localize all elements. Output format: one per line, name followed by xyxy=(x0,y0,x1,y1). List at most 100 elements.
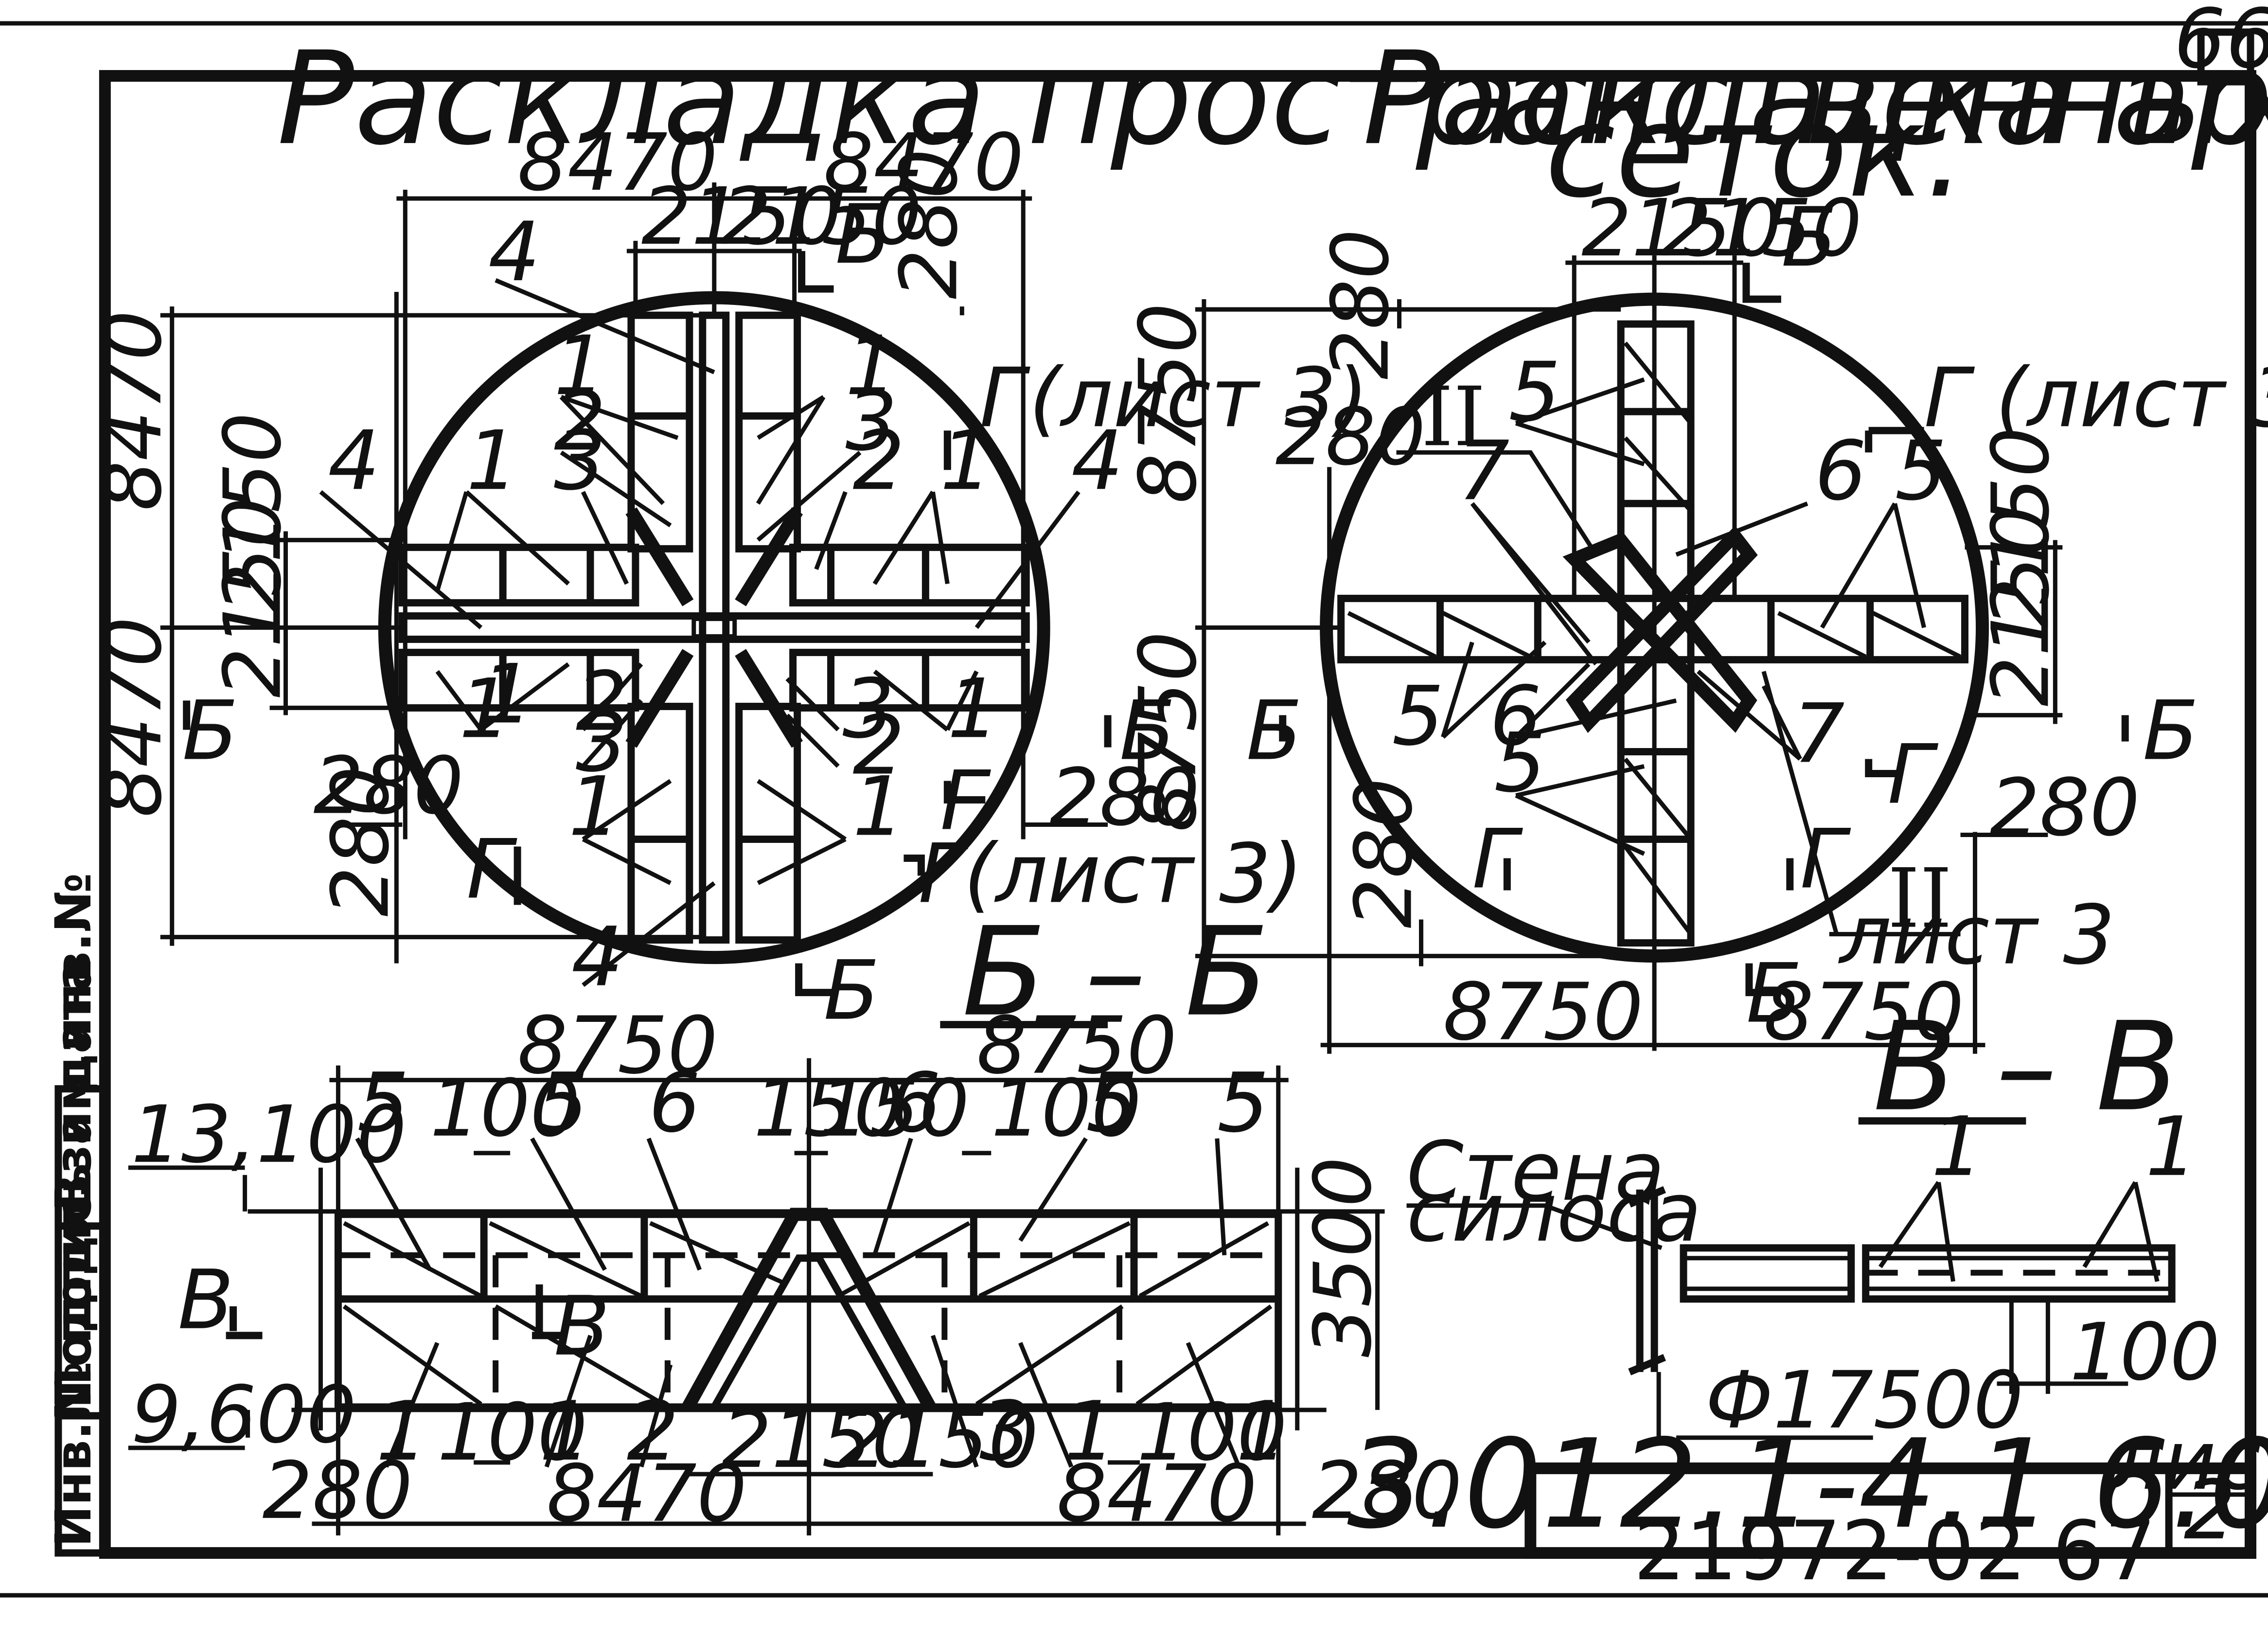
dim-bb-10: 2150 xyxy=(838,1394,1039,1486)
dim-f-1: 8470 xyxy=(517,117,718,209)
title-meshes-2: сеток. xyxy=(1545,77,1966,226)
lbl-m-7b: 7 xyxy=(1793,686,1845,781)
dim-bb-9: 2150 xyxy=(722,1394,922,1486)
plan-meshes: 2150 2150 280 280 8750 8750 2150 2150 28… xyxy=(1123,183,2268,1058)
dim-f-8: 2150 xyxy=(208,412,299,613)
title-frames: Раскладка пространственных каркасов. xyxy=(277,24,2268,174)
vv-lbl-1b: 1 xyxy=(2145,1099,2197,1195)
dim-bb-8: 100 xyxy=(437,1387,587,1479)
lbl-f-1f: 1 xyxy=(947,661,999,756)
lbl-f-3b: 3 xyxy=(554,413,606,508)
dim-m-6: 8750 xyxy=(1123,631,1214,832)
dim-f-10: 280 xyxy=(313,740,463,832)
dim-bb-13: 8470 xyxy=(547,1448,747,1540)
lbl-f-2b: 2 xyxy=(852,413,904,508)
lbl-bb-5b: 5 xyxy=(536,1055,588,1151)
dim-f-5: 280 xyxy=(884,149,975,299)
lbl-f-1h: 1 xyxy=(852,759,904,854)
lbl-f-1i: 1 xyxy=(481,646,533,742)
dim-m-8: 2150 xyxy=(1975,506,2067,706)
lbl-f-3a: 3 xyxy=(846,374,898,469)
sec-m-6: Г xyxy=(1472,811,1523,907)
lbl-bb-6b: 6 xyxy=(889,1055,941,1151)
lbl-bb-6a: 6 xyxy=(649,1055,701,1151)
sec-f-6: Г xyxy=(940,753,991,848)
lbl-m-II-1: II xyxy=(1421,369,1486,464)
dim-m-4: 280 xyxy=(1276,392,1426,483)
lbl-f-4c: 4 xyxy=(1071,413,1123,508)
dim-m-3: 280 xyxy=(1315,229,1407,379)
lbl-bb-1b: 1 xyxy=(539,1384,591,1479)
wall-label-1: Стена xyxy=(1407,1124,1665,1219)
lbl-bb-1d: 1 xyxy=(1236,1384,1288,1479)
left-stamp: Взам.инв.№ Подпись и дата Инв.№ подл. xyxy=(45,873,109,1557)
dim-bb-5: 150 xyxy=(819,1063,970,1155)
lbl-f-1a: 1 xyxy=(554,318,606,413)
sec-m-3: Б xyxy=(1246,683,1302,778)
sec-f-8: Г(лист 3) xyxy=(918,826,1303,921)
dim-f-7: 8470 xyxy=(88,617,179,817)
lbl-bb-2: 2 xyxy=(627,1384,679,1479)
sec-m-1: Б xyxy=(1781,190,1837,285)
lbl-f-1b: 1 xyxy=(846,318,898,413)
lbl-f-1e: 1 xyxy=(459,661,511,756)
dim-bb-15: 280 xyxy=(1312,1446,1462,1537)
lbl-bb-5d: 5 xyxy=(1217,1055,1269,1151)
sec-m-8: Б xyxy=(1746,946,1802,1041)
dim-m-9: 280 xyxy=(1989,762,2140,854)
dim-m-1: 2150 xyxy=(1581,183,1782,274)
stamp-text-3: Инв.№ подл. xyxy=(45,1180,103,1547)
dim-bb-4: 150 xyxy=(754,1063,904,1155)
sec-f-4: Г xyxy=(979,350,1030,446)
stamp-text-1: Взам.инв.№ xyxy=(45,873,103,1212)
dim-f-2: 8470 xyxy=(824,117,1024,209)
plan-frames: 8470 8470 2150 2150 280 8470 8470 2150 2… xyxy=(88,117,1368,1038)
archive-number: 21972-02 67 xyxy=(1633,1503,2156,1599)
sec-m-5: Г xyxy=(1888,727,1939,822)
lbl-bb-5a: 5 xyxy=(357,1055,409,1151)
lbl-m-6a: 6 xyxy=(1815,423,1867,518)
dim-f-11: 280 xyxy=(1049,752,1200,843)
lbl-m-6b: 6 xyxy=(1489,668,1542,764)
lbl-f-2c: 2 xyxy=(576,654,628,749)
dim-m-10: 280 xyxy=(1339,778,1430,928)
title-meshes-1: Раскладка арматурных xyxy=(1363,24,2268,174)
dim-m-5: 8750 xyxy=(1123,303,1214,503)
dim-bb-6: 100 xyxy=(991,1063,1141,1155)
sec-f-5: (лист 3) xyxy=(1029,350,1368,446)
dim-f-6: 8470 xyxy=(88,310,179,511)
lbl-f-3d: 3 xyxy=(843,661,895,756)
sec-m-2: Г (лист 3) xyxy=(1924,350,2268,446)
section-vv: В – В Стена силоса 100 Ф17500 1 1 xyxy=(1406,996,2220,1446)
lbl-bb-1a: 1 xyxy=(376,1384,428,1479)
vv-diam: Ф17500 xyxy=(1705,1355,2023,1446)
lbl-f-2d: 2 xyxy=(852,697,904,793)
lbl-m-II-2: II xyxy=(1888,851,1952,946)
dim-f-3: 2150 xyxy=(641,171,842,263)
lbl-m-7a: 7 xyxy=(1457,423,1509,518)
stamp-text-2: Подпись и дата xyxy=(45,958,103,1409)
sec-bb-v2: В xyxy=(554,1279,610,1374)
sec-f-1: Б xyxy=(835,187,891,282)
lbl-m-5b: 5 xyxy=(1895,423,1947,518)
sec-m-4: Б xyxy=(2143,683,2198,778)
dim-f-12: 280 xyxy=(315,766,407,916)
dim-bb-3: 100 xyxy=(430,1063,580,1155)
dim-bb-1: 8750 xyxy=(517,1000,718,1092)
dim-f-9: 2150 xyxy=(208,497,299,697)
lbl-f-1d: 1 xyxy=(940,413,992,508)
lbl-f-1c: 1 xyxy=(466,413,518,508)
page-number: 66 xyxy=(2174,0,2268,87)
lbl-f-2a: 2 xyxy=(554,374,606,469)
dim-m-2: 2150 xyxy=(1662,183,1862,274)
lbl-f-4b: 4 xyxy=(328,413,380,508)
lbl-bb-1c: 1 xyxy=(1064,1384,1116,1479)
dim-bb-2: 8750 xyxy=(976,1000,1177,1092)
lbl-m-5d: 5 xyxy=(1494,715,1546,810)
dim-bb-7: 3500 xyxy=(1298,1157,1389,1357)
sec-f-2: Б xyxy=(182,683,238,778)
lbl-f-4a: 4 xyxy=(488,204,540,300)
sec-bb-v1: В xyxy=(178,1252,234,1348)
dim-bb-14: 8470 xyxy=(1057,1448,1257,1540)
